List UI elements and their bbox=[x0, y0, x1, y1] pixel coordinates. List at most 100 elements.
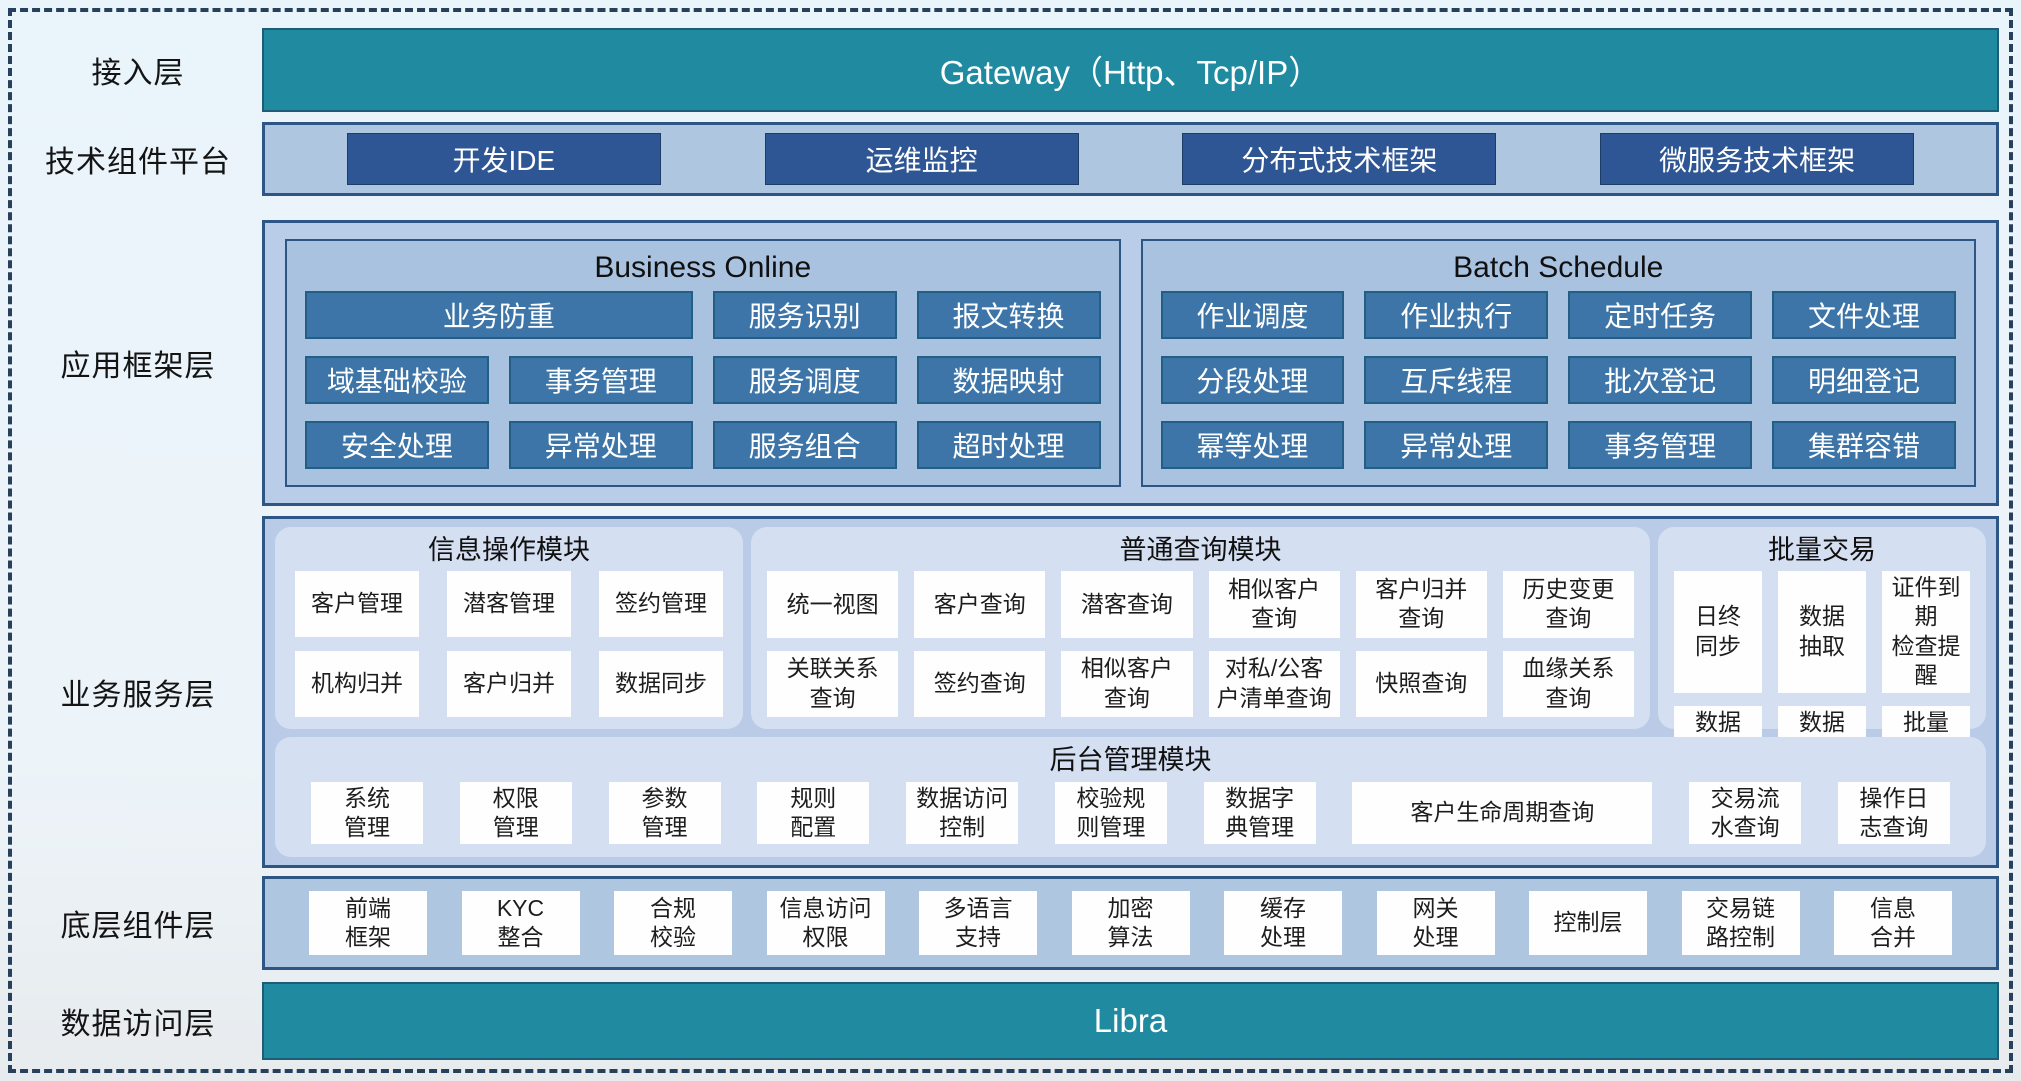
module-box: 缓存 处理 bbox=[1224, 891, 1342, 955]
batch-trade-title: 批量交易 bbox=[1768, 535, 1876, 565]
module-box: KYC 整合 bbox=[461, 891, 580, 955]
module-box: 操作日 志查询 bbox=[1837, 782, 1950, 844]
info-ops-title: 信息操作模块 bbox=[428, 535, 590, 565]
module-box: 签约查询 bbox=[914, 650, 1046, 717]
tech-module-box: 开发IDE bbox=[346, 133, 661, 185]
module-box: 服务调度 bbox=[712, 356, 897, 404]
query-grid: 统一视图客户查询潜客查询相似客户 查询客户归并 查询历史变更 查询关联关系 查询… bbox=[767, 571, 1634, 717]
architecture-diagram: 接入层 Gateway（Http、Tcp/IP） 技术组件平台 开发IDE 运维监… bbox=[14, 12, 1999, 1060]
admin-title: 后台管理模块 bbox=[1049, 745, 1212, 775]
module-box: 证件到期 检查提醒 bbox=[1882, 571, 1970, 693]
layer-tech-platform: 技术组件平台 开发IDE 运维监控 分布式技术框架 微服务技术框架 bbox=[14, 122, 1999, 196]
module-box: 血缘关系 查询 bbox=[1502, 650, 1634, 717]
admin-panel: 后台管理模块 系统 管理权限 管理参数 管理规则 配置数据访问 控制校验规 则管… bbox=[275, 737, 1986, 857]
module-box: 潜客查询 bbox=[1061, 571, 1193, 638]
module-box: 文件处理 bbox=[1772, 291, 1956, 339]
module-box: 安全处理 bbox=[305, 421, 489, 469]
info-ops-grid: 客户管理潜客管理签约管理机构归并客户归并数据同步 bbox=[291, 571, 727, 717]
module-box: 异常处理 bbox=[1364, 421, 1549, 469]
layer-business-service: 业务服务层 信息操作模块 客户管理潜客管理签约管理机构归并客户归并数据同步 普通… bbox=[14, 516, 1999, 868]
module-box: 超时处理 bbox=[916, 421, 1101, 469]
module-box: 交易流 水查询 bbox=[1689, 782, 1802, 844]
admin-row: 系统 管理权限 管理参数 管理规则 配置数据访问 控制校验规 则管理数据字 典管… bbox=[291, 781, 1970, 845]
module-box: 快照查询 bbox=[1355, 650, 1487, 717]
layer-access: 接入层 Gateway（Http、Tcp/IP） bbox=[14, 28, 1999, 112]
tech-module-box: 分布式技术框架 bbox=[1182, 133, 1497, 185]
module-box: 作业执行 bbox=[1364, 291, 1549, 339]
module-box: 幂等处理 bbox=[1160, 421, 1345, 469]
module-box: 明细登记 bbox=[1772, 356, 1956, 404]
module-box: 客户管理 bbox=[295, 571, 419, 637]
layer-label-access: 接入层 bbox=[91, 57, 185, 90]
module-box: 多语言 支持 bbox=[919, 891, 1037, 955]
tech-module-box: 微服务技术框架 bbox=[1600, 133, 1915, 185]
module-box: 签约管理 bbox=[599, 571, 723, 637]
module-box: 加密 算法 bbox=[1071, 891, 1190, 955]
module-box: 参数 管理 bbox=[608, 782, 721, 844]
layer-label-app-framework: 应用框架层 bbox=[60, 350, 216, 383]
module-box: 客户查询 bbox=[914, 571, 1046, 638]
module-box: 分段处理 bbox=[1160, 356, 1345, 404]
batch-schedule-panel: Batch Schedule 作业调度作业执行定时任务文件处理分段处理互斥线程批… bbox=[1140, 239, 1976, 487]
business-online-panel: Business Online 业务防重服务识别报文转换域基础校验事务管理服务调… bbox=[285, 239, 1121, 487]
module-box: 相似客户 查询 bbox=[1208, 571, 1340, 638]
module-box: 统一视图 bbox=[767, 571, 899, 638]
module-box: 信息访问 权限 bbox=[766, 891, 885, 955]
layer-app-framework: 应用框架层 Business Online 业务防重服务识别报文转换域基础校验事… bbox=[14, 220, 1999, 506]
module-box: 机构归并 bbox=[295, 651, 419, 717]
module-box: 定时任务 bbox=[1568, 291, 1753, 339]
gateway-bar: Gateway（Http、Tcp/IP） bbox=[262, 28, 1999, 112]
module-box: 对私/公客 户清单查询 bbox=[1208, 650, 1340, 717]
module-box: 数据 抽取 bbox=[1778, 571, 1866, 693]
module-box: 服务组合 bbox=[712, 421, 897, 469]
tech-platform-container: 开发IDE 运维监控 分布式技术框架 微服务技术框架 bbox=[262, 122, 1999, 196]
module-box: 客户归并 bbox=[447, 651, 571, 717]
module-box: 数据字 典管理 bbox=[1203, 782, 1316, 844]
module-box: 系统 管理 bbox=[311, 782, 423, 844]
module-box: 规则 配置 bbox=[757, 782, 870, 844]
module-box: 域基础校验 bbox=[305, 356, 489, 404]
module-box: 信息 合并 bbox=[1834, 891, 1952, 955]
module-box: 控制层 bbox=[1529, 891, 1647, 955]
module-box: 历史变更 查询 bbox=[1502, 571, 1634, 638]
query-panel: 普通查询模块 统一视图客户查询潜客查询相似客户 查询客户归并 查询历史变更 查询… bbox=[751, 527, 1650, 729]
module-box: 相似客户 查询 bbox=[1061, 650, 1193, 717]
business-service-top-row: 信息操作模块 客户管理潜客管理签约管理机构归并客户归并数据同步 普通查询模块 统… bbox=[275, 527, 1986, 769]
layer-data-access: 数据访问层 Libra bbox=[14, 982, 1999, 1060]
module-box: 事务管理 bbox=[508, 356, 693, 404]
module-box: 潜客管理 bbox=[447, 571, 571, 637]
module-box: 合规 校验 bbox=[614, 891, 732, 955]
libra-bar: Libra bbox=[262, 982, 1999, 1060]
module-box: 数据映射 bbox=[916, 356, 1101, 404]
query-title: 普通查询模块 bbox=[1119, 535, 1282, 565]
module-box: 服务识别 bbox=[712, 291, 897, 339]
module-box: 业务防重 bbox=[305, 291, 693, 339]
module-box: 数据同步 bbox=[599, 651, 723, 717]
module-box: 权限 管理 bbox=[459, 782, 572, 844]
module-box: 异常处理 bbox=[508, 421, 693, 469]
module-box: 客户归并 查询 bbox=[1355, 571, 1487, 638]
business-online-grid: 业务防重服务识别报文转换域基础校验事务管理服务调度数据映射安全处理异常处理服务组… bbox=[305, 291, 1101, 469]
tech-module-box: 运维监控 bbox=[764, 133, 1079, 185]
batch-schedule-title: Batch Schedule bbox=[1453, 251, 1664, 284]
module-box: 交易链 路控制 bbox=[1681, 891, 1800, 955]
business-service-container: 信息操作模块 客户管理潜客管理签约管理机构归并客户归并数据同步 普通查询模块 统… bbox=[262, 516, 1999, 868]
module-box: 批次登记 bbox=[1568, 356, 1753, 404]
module-box: 前端 框架 bbox=[309, 891, 427, 955]
module-box: 作业调度 bbox=[1160, 291, 1345, 339]
business-online-title: Business Online bbox=[594, 251, 812, 284]
module-box: 关联关系 查询 bbox=[767, 650, 899, 717]
module-box: 客户生命周期查询 bbox=[1352, 782, 1653, 844]
layer-label-tech-platform: 技术组件平台 bbox=[45, 146, 231, 179]
module-box: 集群容错 bbox=[1772, 421, 1956, 469]
info-ops-panel: 信息操作模块 客户管理潜客管理签约管理机构归并客户归并数据同步 bbox=[275, 527, 743, 729]
module-box: 日终 同步 bbox=[1674, 571, 1762, 693]
module-box: 数据访问 控制 bbox=[906, 782, 1019, 844]
module-box: 互斥线程 bbox=[1364, 356, 1549, 404]
layer-label-business-service: 业务服务层 bbox=[60, 679, 216, 712]
module-box: 事务管理 bbox=[1568, 421, 1753, 469]
